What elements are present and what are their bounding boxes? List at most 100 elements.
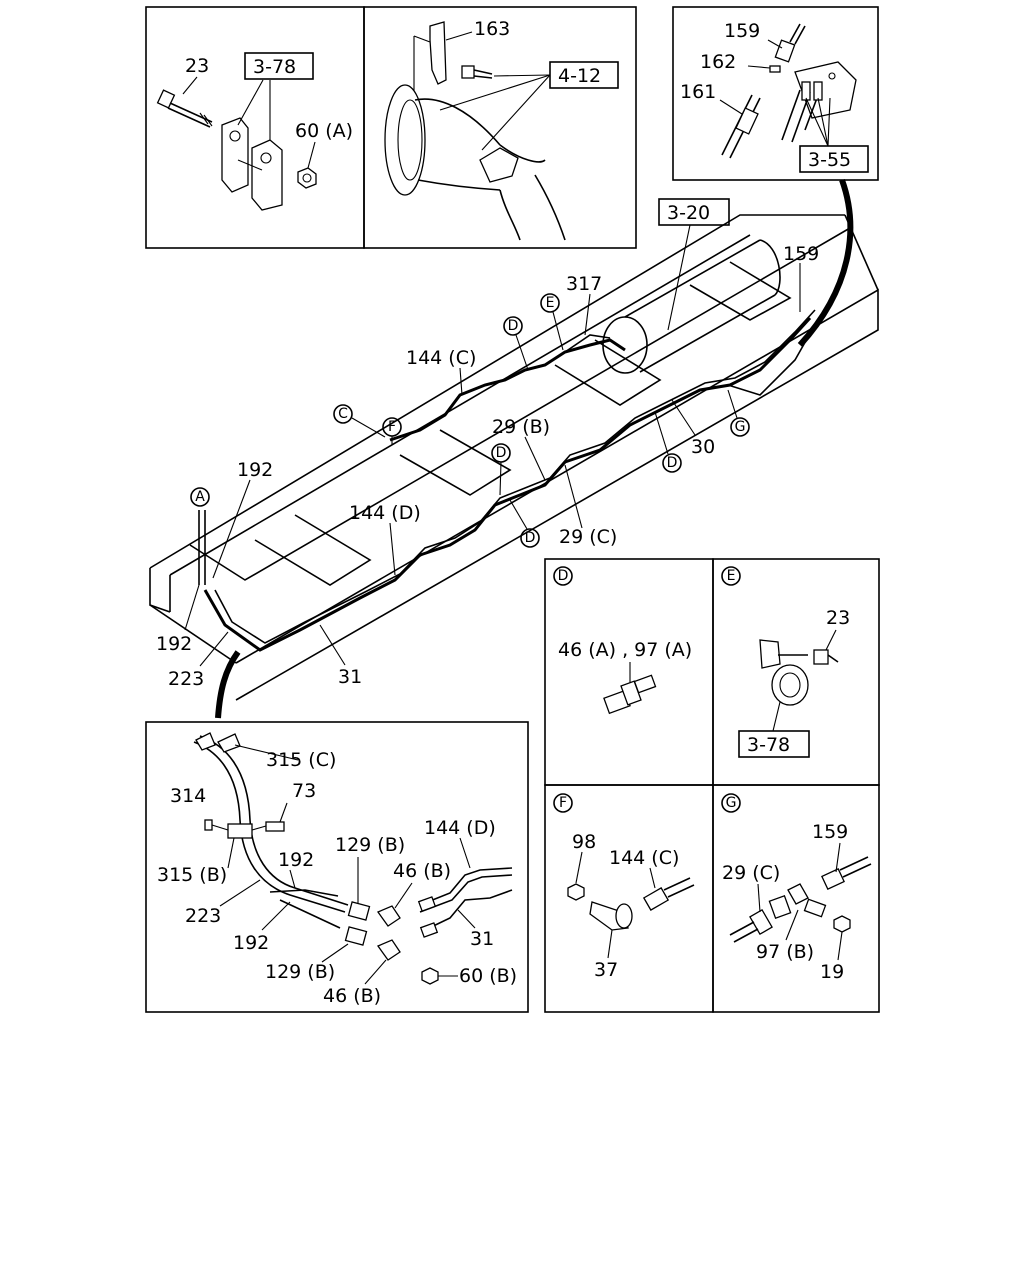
leader (499, 461, 502, 496)
panel-top-right-frame (672, 6, 879, 181)
detail-d-marker (553, 566, 573, 586)
label-73: 73 (292, 780, 316, 802)
pipe-31 (424, 889, 513, 931)
banjo-eye (615, 903, 633, 929)
pipe-nut (419, 922, 439, 938)
frame-rail-front-end (149, 604, 237, 664)
leader (785, 909, 799, 941)
frame-rail-top-outer (149, 214, 845, 569)
nut-98 (567, 883, 585, 901)
clip-315b (227, 823, 253, 839)
leader (654, 411, 669, 455)
marker-d-4: D (662, 453, 682, 473)
leader (445, 31, 473, 41)
label-46a-97a: 46 (A) , 97 (A) (558, 639, 692, 661)
label-159-main: 159 (783, 243, 819, 265)
crossmember-4 (689, 261, 792, 321)
leader (394, 882, 413, 909)
leader (279, 802, 288, 823)
label-19: 19 (820, 961, 844, 983)
pipe (794, 25, 806, 45)
svg-text:D: D (667, 455, 678, 471)
label-46b-a: 46 (B) (393, 860, 451, 882)
label-192-b: 192 (233, 932, 269, 954)
housing-top (414, 98, 501, 146)
detail-f-marker (553, 793, 573, 813)
bracket-edge (413, 35, 431, 43)
hose-192-upper (269, 889, 339, 897)
leader (515, 334, 529, 371)
label-162: 162 (700, 51, 736, 73)
leader (289, 869, 296, 889)
tee-46b-b (377, 939, 401, 961)
detail-d-frame (544, 558, 714, 786)
svg-text:A: A (195, 489, 205, 505)
svg-text:G: G (735, 419, 746, 435)
leader (439, 74, 551, 111)
connector-curve-bottom (215, 650, 241, 719)
ref-box-3-55-text: 3-55 (808, 149, 851, 171)
fuel-line-g (727, 329, 813, 396)
pipe (789, 23, 801, 43)
leader (184, 584, 200, 631)
leader (564, 464, 583, 529)
leader (817, 97, 829, 147)
detail-bottom-left: 315 (C) 314 73 315 (B) 192 129 (B) 144 (… (145, 721, 529, 1013)
label-144c-f: 144 (C) (609, 847, 679, 869)
leader (835, 842, 841, 873)
leader (481, 74, 551, 151)
leader (719, 99, 743, 115)
label-144c: 144 (C) (406, 347, 476, 369)
fuel-line-317 (564, 334, 611, 353)
label-129b-b: 129 (B) (265, 961, 335, 983)
frame-end-left (149, 568, 171, 613)
housing-edge (499, 189, 521, 241)
label-159: 159 (724, 20, 760, 42)
leader (211, 824, 229, 831)
label-23-e: 23 (826, 607, 850, 629)
svg-text:C: C (338, 406, 348, 422)
clamp-e (759, 639, 809, 706)
ref-box-3-78-e-text: 3-78 (747, 734, 790, 756)
leader (649, 867, 656, 889)
leader (261, 901, 291, 931)
label-31-detail: 31 (470, 928, 494, 950)
housing-bottom (417, 179, 501, 191)
detail-d-marker-text: D (558, 568, 569, 584)
hose-192-lower (279, 899, 341, 929)
pipe-144d (419, 867, 513, 906)
nut-144c (642, 887, 670, 911)
ref-box-3-20-text: 3-20 (667, 202, 710, 224)
nut-60a (297, 167, 317, 189)
marker-d-2: D (491, 443, 511, 463)
label-98: 98 (572, 831, 596, 853)
fuel-line-31 (214, 309, 816, 644)
fitting-129b-a (347, 901, 371, 921)
detail-bottom-left-frame (145, 721, 529, 1013)
fuel-tank-far-end (759, 239, 781, 296)
label-315b: 315 (B) (157, 864, 227, 886)
leader (227, 837, 235, 869)
leader (234, 744, 299, 761)
marker-a: A (190, 487, 210, 507)
leader (182, 76, 198, 95)
bolt-4-12 (461, 65, 493, 79)
label-192-a: 192 (278, 849, 314, 871)
label-192-bottom: 192 (156, 633, 192, 655)
flange-inner (397, 99, 423, 181)
leader (825, 629, 837, 651)
leader (767, 39, 783, 49)
crossmember-1 (254, 514, 372, 586)
detail-f-frame (544, 784, 714, 1013)
label-192-top: 192 (237, 459, 273, 481)
detail-e: E 23 3-78 (712, 558, 880, 786)
svg-text:E: E (546, 295, 555, 311)
leader (457, 909, 476, 929)
marker-c: C (333, 404, 353, 424)
svg-text:F: F (388, 419, 396, 435)
leader (575, 851, 583, 884)
fuel-line-144c (389, 338, 626, 442)
panel-top-center-frame (363, 6, 637, 249)
leader (552, 311, 564, 351)
